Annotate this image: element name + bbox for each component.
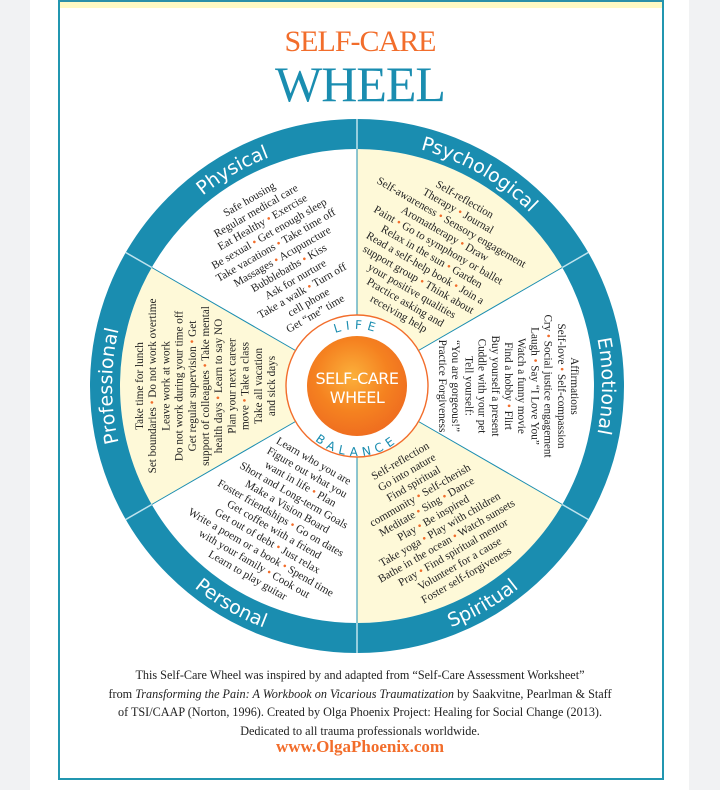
bullet-icon: • bbox=[147, 400, 159, 404]
bullet-icon: • bbox=[300, 253, 309, 265]
credit-line-4: Dedicated to all trauma professionals wo… bbox=[240, 723, 480, 738]
credit-line-2-prefix: from bbox=[108, 686, 136, 701]
bullet-icon: • bbox=[187, 340, 199, 344]
bullet-icon: • bbox=[200, 363, 212, 367]
segment-item: Cry • Social justice engagement bbox=[542, 314, 554, 458]
bullet-icon: • bbox=[305, 281, 314, 293]
hub: SELF-CARE WHEEL LIFE BALANCE bbox=[285, 314, 429, 459]
bullet-icon: • bbox=[213, 396, 225, 400]
ring-divider bbox=[125, 503, 153, 521]
bullet-icon: • bbox=[414, 506, 423, 518]
segment-item: Buy yourself a present bbox=[489, 336, 501, 438]
segment-item: Affirmations bbox=[568, 357, 580, 415]
segment-item: Tell yourself: bbox=[462, 356, 474, 416]
bullet-icon: • bbox=[528, 359, 540, 363]
hub-life-label: LIFE bbox=[332, 318, 382, 336]
bullet-icon: • bbox=[394, 217, 403, 229]
segment-divider bbox=[418, 421, 563, 505]
segment-professional bbox=[120, 267, 357, 505]
bullet-icon: • bbox=[309, 486, 318, 498]
segment-item: Cuddle with your pet bbox=[476, 339, 488, 435]
segment-item: and sick days bbox=[266, 356, 278, 416]
ring-divider bbox=[125, 251, 153, 269]
bullet-icon: • bbox=[417, 276, 426, 288]
bullet-icon: • bbox=[273, 541, 282, 553]
bullet-icon: • bbox=[502, 404, 514, 408]
credit-line-3: of TSI/CAAP (Norton, 1996). Created by O… bbox=[117, 705, 603, 719]
bullet-icon: • bbox=[451, 280, 460, 292]
website-link[interactable]: www.OlgaPhoenix.com bbox=[275, 737, 445, 756]
ring-divider bbox=[561, 251, 589, 269]
ring-divider bbox=[561, 503, 589, 521]
bullet-icon: • bbox=[542, 334, 554, 338]
title-self-care: SELF-CARE bbox=[284, 25, 436, 58]
title-wheel: WHEEL bbox=[275, 56, 446, 112]
bullet-icon: • bbox=[455, 206, 464, 218]
segment-item: Get regular supervision • Get bbox=[187, 320, 199, 452]
segment-divider bbox=[418, 267, 563, 351]
dividers bbox=[125, 119, 589, 653]
bullet-icon: • bbox=[415, 520, 424, 532]
book-title: Transforming the Pain: A Workbook on Vic… bbox=[135, 686, 455, 701]
bullet-icon: • bbox=[288, 519, 297, 531]
segment-item: Plan your next career bbox=[226, 338, 238, 434]
segment-item: Set boundaries • Do not work overtime bbox=[147, 299, 159, 474]
bullet-icon: • bbox=[414, 490, 423, 502]
segment-item: Take all vacation bbox=[253, 347, 265, 424]
segment-divider bbox=[151, 421, 296, 505]
segment-item: Leave work at work bbox=[160, 341, 172, 431]
segments-layer bbox=[120, 149, 594, 623]
segment-item: health days • Learn to say NO bbox=[213, 319, 225, 453]
bullet-icon: • bbox=[444, 261, 453, 273]
segment-item: Do not work during your time off bbox=[174, 311, 186, 461]
segment-psychological bbox=[357, 149, 563, 386]
bullet-icon: • bbox=[417, 565, 426, 577]
hub-title-line1: SELF-CARE bbox=[316, 369, 399, 388]
bullet-icon: • bbox=[264, 567, 273, 579]
bullet-icon: • bbox=[240, 398, 252, 402]
segment-emotional bbox=[357, 267, 594, 505]
bullet-icon: • bbox=[250, 236, 259, 248]
segment-spiritual bbox=[357, 386, 563, 623]
bullet-icon: • bbox=[451, 530, 460, 542]
segment-item: support of colleagues • Take mental bbox=[200, 306, 212, 466]
segment-item: Laugh • Say “I Love You” bbox=[528, 327, 540, 445]
credit-line-2-suffix: by Saakvitne, Pearlman & Staff bbox=[454, 686, 612, 701]
segment-item: Self-love • Self-compassion bbox=[555, 323, 567, 449]
bullet-icon: • bbox=[274, 238, 283, 250]
bullet-icon: • bbox=[420, 533, 429, 545]
segment-item: Practice Forgiveness bbox=[436, 340, 448, 433]
top-yellow-band bbox=[60, 2, 662, 8]
credit-line-2: from Transforming the Pain: A Workbook o… bbox=[58, 685, 662, 704]
top-border bbox=[60, 0, 662, 2]
bullet-icon: • bbox=[440, 491, 449, 503]
hub-orange-disc bbox=[307, 336, 407, 436]
bullet-icon: • bbox=[280, 560, 289, 572]
segment-physical bbox=[151, 149, 357, 386]
segment-item: Watch a funny movie bbox=[515, 338, 527, 434]
segment-item: Find a hobby • Flirt bbox=[502, 342, 514, 431]
segment-item: “You are gorgeous!” bbox=[449, 340, 461, 432]
bullet-icon: • bbox=[264, 213, 273, 225]
credit-line-1: This Self-Care Wheel was inspired by and… bbox=[135, 668, 585, 682]
bullet-icon: • bbox=[457, 238, 466, 250]
segment-divider bbox=[151, 267, 296, 351]
bullet-icon: • bbox=[436, 210, 445, 222]
segment-item: Take time for lunch bbox=[134, 342, 146, 430]
bullet-icon: • bbox=[272, 254, 281, 266]
credits-text: This Self-Care Wheel was inspired by and… bbox=[58, 666, 662, 740]
segment-personal bbox=[151, 386, 357, 623]
hub-title-line2: WHEEL bbox=[330, 388, 385, 407]
segment-item: move • Take a class bbox=[240, 342, 252, 430]
bullet-icon: • bbox=[555, 367, 567, 371]
